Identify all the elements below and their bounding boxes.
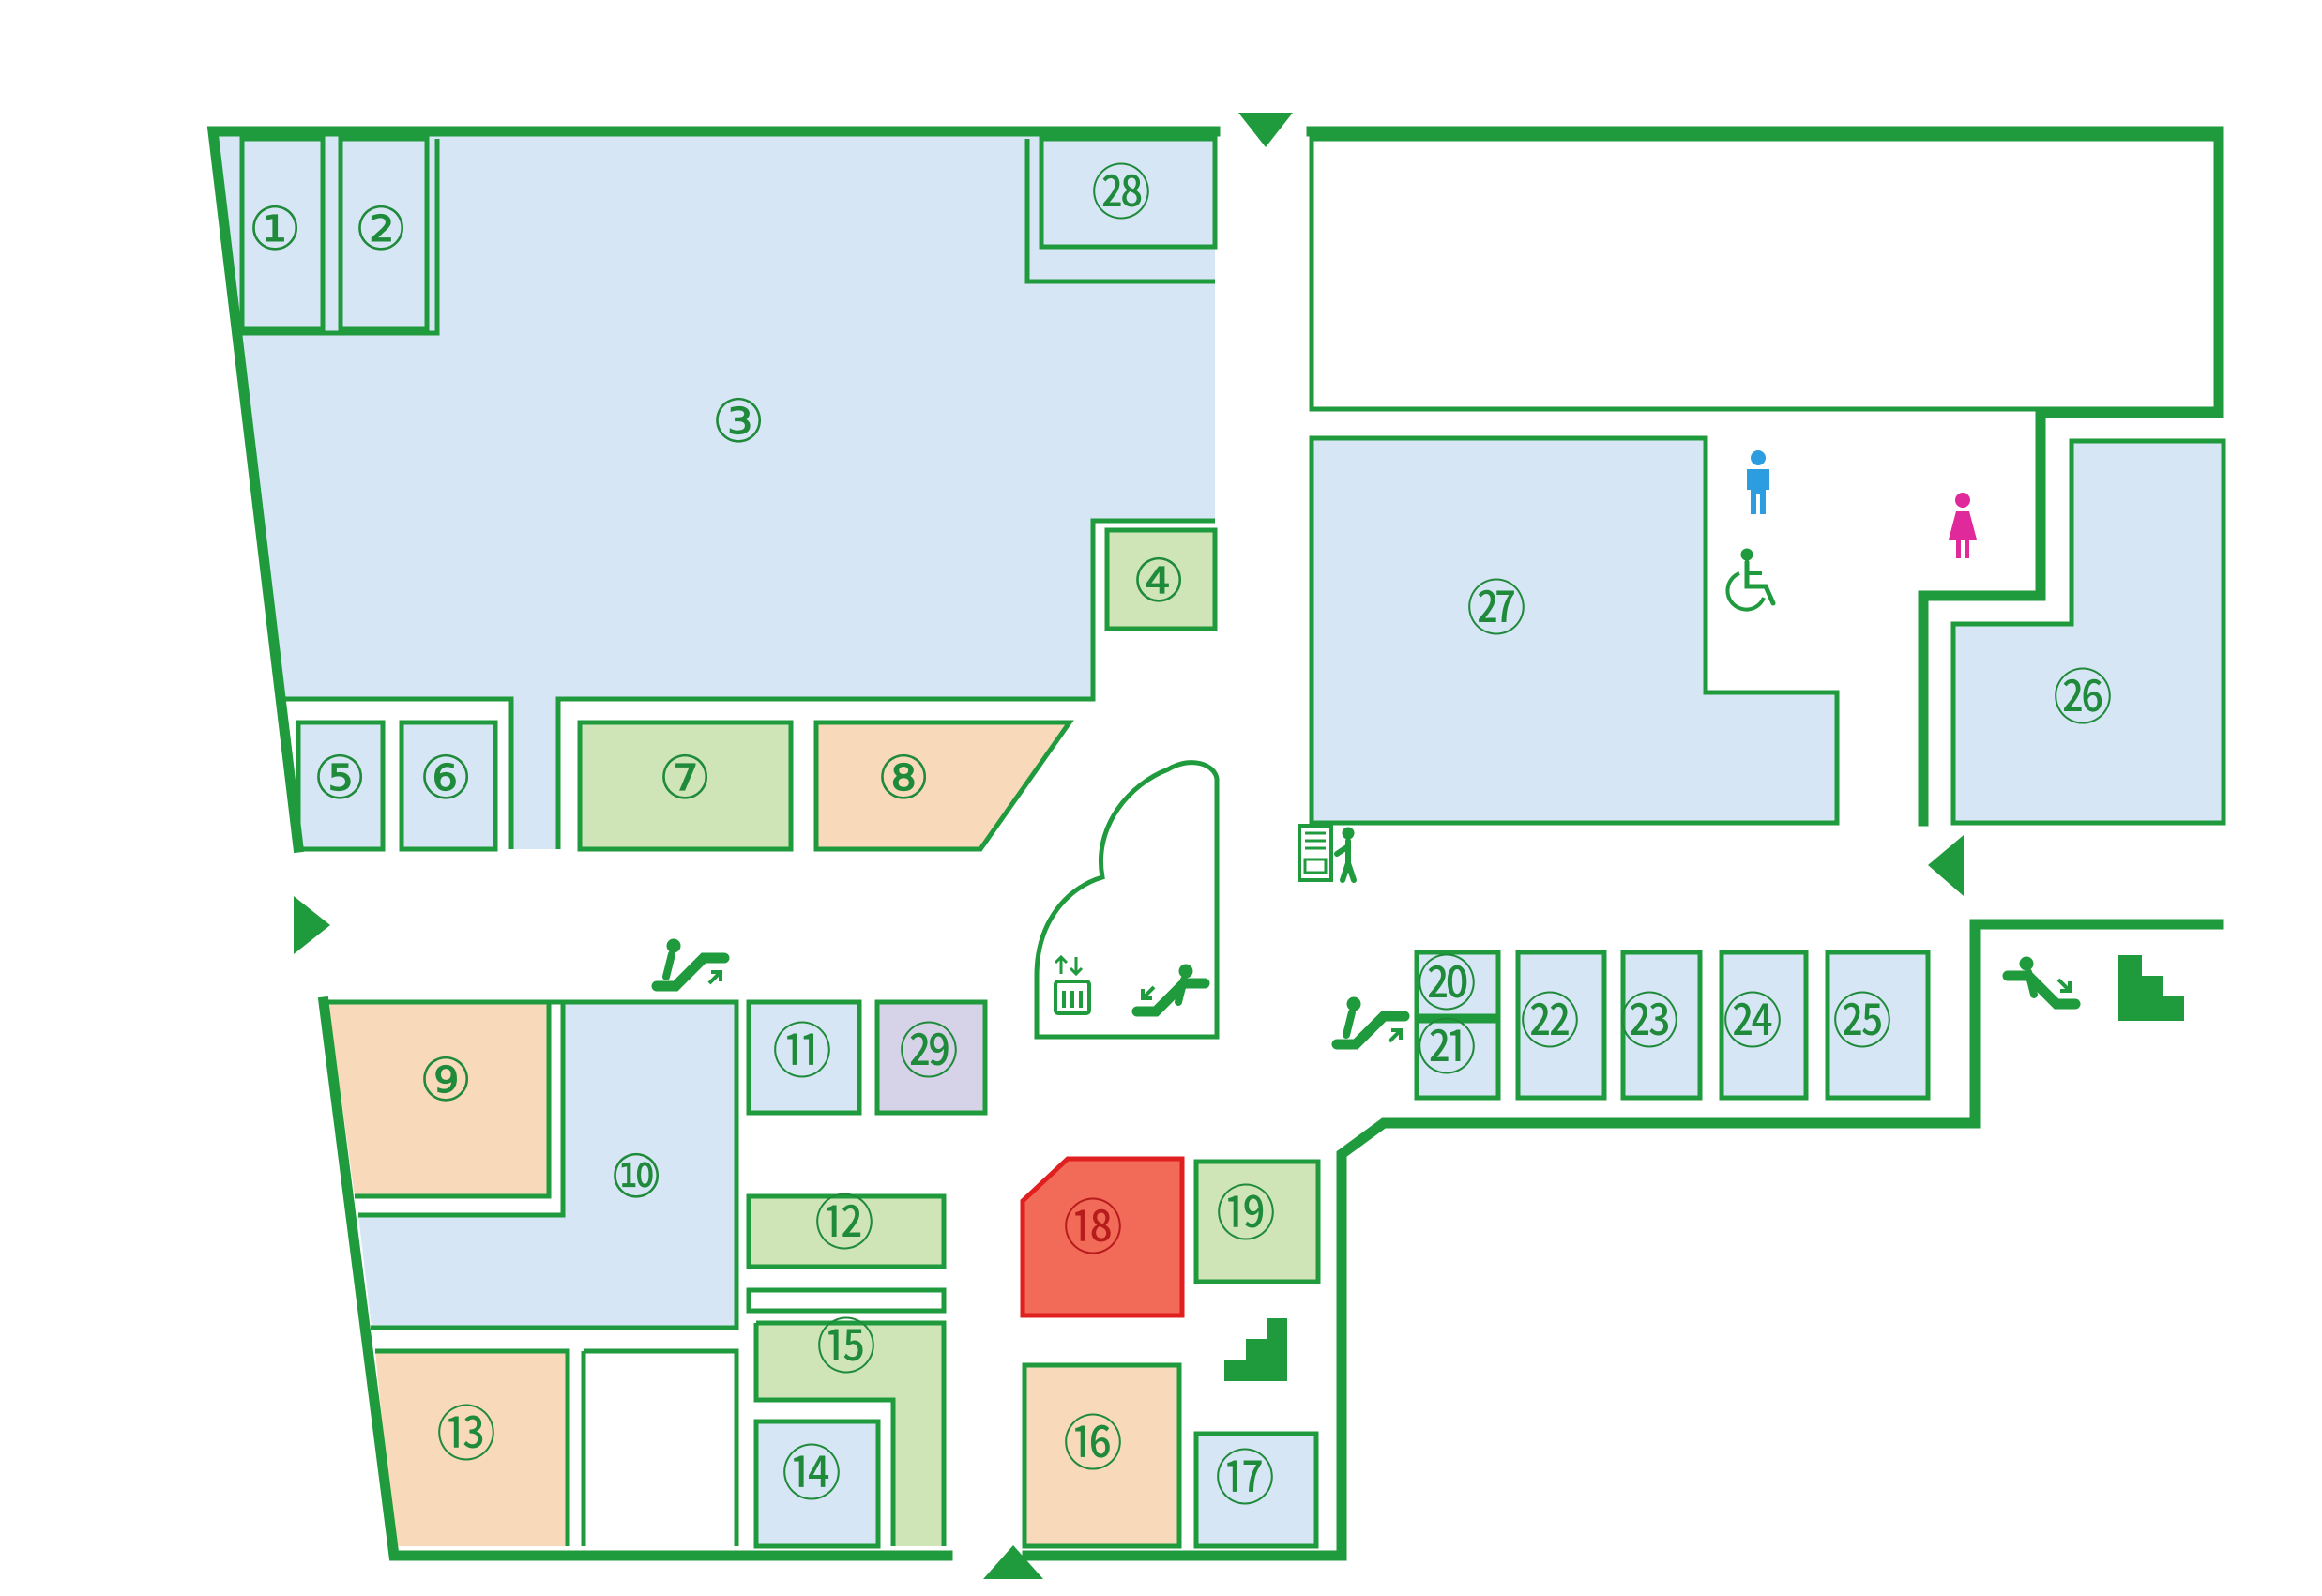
shop-7-label[interactable]: ⑦ [658, 744, 711, 813]
shop-areas [216, 136, 2223, 1546]
entrance-arrow-icon[interactable] [1238, 113, 1293, 147]
shop-21-area[interactable] [1417, 1021, 1498, 1098]
vending-machine-icon[interactable] [1298, 824, 1357, 883]
outer-walls [206, 126, 2224, 1561]
shop-13-label[interactable]: ⑬ [436, 1401, 496, 1470]
entrance-arrow-icon[interactable] [294, 896, 330, 954]
shop-8-area[interactable] [816, 722, 1070, 849]
shop-14-label[interactable]: ⑭ [782, 1440, 842, 1510]
female-restroom-icon[interactable] [1949, 493, 1977, 558]
shop-10-area[interactable] [358, 1002, 736, 1328]
escalator-down-icon[interactable] [2002, 956, 2081, 1010]
shop-9-label[interactable]: ⑨ [418, 1046, 472, 1116]
shop-5-area[interactable] [298, 722, 383, 849]
shop-23-label[interactable]: ㉓ [1619, 988, 1679, 1057]
stairs-icon[interactable] [2118, 955, 2184, 1021]
shop-1-label[interactable]: ① [248, 195, 301, 265]
wheelchair-icon[interactable] [1725, 548, 1776, 612]
shop-18-area[interactable] [1023, 1159, 1182, 1315]
shop-28-label[interactable]: ㉘ [1091, 160, 1151, 229]
shop-3-label[interactable]: ③ [711, 388, 765, 457]
shop-17-label[interactable]: ⑰ [1215, 1445, 1275, 1514]
shop-11-area[interactable] [749, 1002, 859, 1113]
shop-16-label[interactable]: ⑯ [1063, 1410, 1123, 1480]
shop-7-area[interactable] [580, 722, 791, 849]
shop-labels: ① ② ③ ④ ⑤ ⑥ ⑦ ⑧ ⑨ ⑩ ⑪ ⑫ ⑬ ⑭ ⑮ ⑯ ⑰ ⑱ ⑲ ⑳ … [248, 160, 2113, 1514]
shop-14-area[interactable] [756, 1421, 878, 1546]
shop-15-area[interactable] [756, 1323, 944, 1546]
shop-26-label[interactable]: ㉖ [2053, 664, 2113, 734]
shop-2-area[interactable] [341, 139, 427, 328]
shop-24-label[interactable]: ㉔ [1723, 988, 1783, 1057]
shop-2-label[interactable]: ② [354, 195, 407, 265]
shop-20-label[interactable]: ⑳ [1417, 950, 1477, 1020]
shop-24-area[interactable] [1722, 952, 1806, 1098]
shop-19-label[interactable]: ⑲ [1216, 1180, 1276, 1250]
entrance-arrow-icon[interactable] [983, 1545, 1043, 1579]
elevator-icon[interactable] [1054, 954, 1091, 1015]
shop-25-label[interactable]: ㉕ [1832, 988, 1892, 1057]
shop-22-area[interactable] [1518, 952, 1604, 1098]
shop-18-label[interactable]: ⑱ [1063, 1194, 1123, 1264]
shop-12-area[interactable] [749, 1196, 944, 1267]
shop-8-label[interactable]: ⑧ [876, 744, 930, 813]
male-restroom-icon[interactable] [1747, 450, 1769, 514]
shop-15-label[interactable]: ⑮ [816, 1314, 876, 1383]
shop-20-area[interactable] [1417, 952, 1498, 1016]
shop-27-label[interactable]: ㉗ [1466, 575, 1526, 645]
shop-19-area[interactable] [1196, 1162, 1318, 1282]
shop-3-area[interactable] [216, 136, 1215, 849]
entrances [294, 113, 1964, 1579]
escalator-down-icon[interactable] [1131, 964, 1210, 1017]
shop-12-label[interactable]: ⑫ [814, 1190, 874, 1259]
shop-23-area[interactable] [1623, 952, 1700, 1098]
shop-11-label[interactable]: ⑪ [772, 1018, 832, 1087]
shop-28-area[interactable] [1041, 139, 1215, 247]
shop-27-area[interactable] [1312, 438, 1837, 823]
shop-18-highlight-border [1020, 1156, 1185, 1318]
shop-9-area[interactable] [328, 1002, 549, 1196]
shop-22-label[interactable]: ㉒ [1520, 988, 1580, 1057]
shop-29-label[interactable]: ㉙ [899, 1018, 959, 1087]
stairs-icon[interactable] [1224, 1318, 1287, 1381]
shop-6-area[interactable] [402, 722, 495, 849]
shop-13-area[interactable] [375, 1351, 568, 1546]
escalator-up-icon[interactable] [1331, 996, 1410, 1050]
shop-25-area[interactable] [1828, 952, 1928, 1098]
shop-10-label[interactable]: ⑩ [609, 1143, 662, 1212]
shop-26-area[interactable] [1953, 441, 2223, 823]
shop-4-area[interactable] [1107, 530, 1215, 629]
shop-5-label[interactable]: ⑤ [312, 744, 366, 813]
shop-21-label[interactable]: ㉑ [1417, 1014, 1477, 1084]
shop-1-area[interactable] [242, 139, 323, 328]
shop-17-area[interactable] [1196, 1434, 1316, 1546]
escalator-up-icon[interactable] [651, 938, 730, 992]
shop-6-label[interactable]: ⑥ [418, 744, 472, 813]
shop-29-area[interactable] [877, 1002, 985, 1113]
entrance-arrow-icon[interactable] [1928, 835, 1964, 896]
shop-4-label[interactable]: ④ [1131, 547, 1185, 616]
shop-16-area[interactable] [1024, 1365, 1179, 1546]
